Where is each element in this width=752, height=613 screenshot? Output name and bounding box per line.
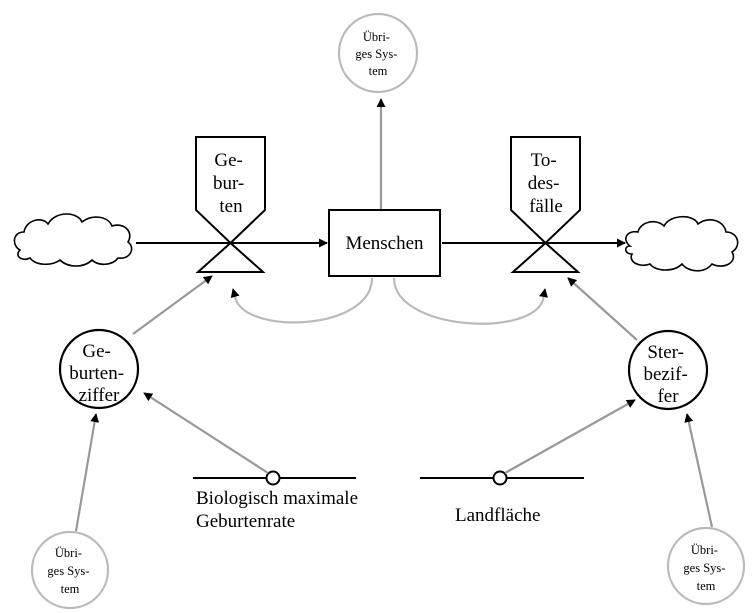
left-cloud-icon (13, 213, 133, 267)
flow-todesfaelle-line-3: fälle (529, 196, 563, 217)
feedback-loop-births (230, 277, 374, 324)
external-bottom-left-line-3: tem (61, 582, 80, 596)
external-bottom-left-line-1: Übri- (55, 546, 82, 560)
svg-text:Übri- ges Sys- tem: Übri- ges Sys- tem (47, 546, 92, 596)
external-system-bottom-left (30, 530, 110, 610)
aux-geburtenziffer-line-2: burten- (69, 363, 124, 384)
link-external-right-to-sterbeziffer (684, 413, 714, 528)
link-max-birth-rate-to-geburtenziffer (143, 392, 269, 474)
bowtie-todesfaelle-icon (510, 241, 581, 273)
external-top-line-3: tem (369, 64, 388, 78)
flow-geburten-line-1: Ge- (214, 150, 242, 171)
valve-todesfaelle-icon (510, 136, 581, 245)
aux-sterbeziffer-line-1: Ster- (647, 342, 684, 363)
aux-sterbeziffer (627, 329, 709, 411)
link-external-left-to-geburtenziffer (74, 413, 100, 532)
flow-todesfaelle-line-2: des- (528, 173, 560, 194)
feedback-loop-deaths (392, 277, 548, 325)
right-cloud-icon (624, 215, 739, 272)
constant-max-birth-rate-node (265, 470, 281, 486)
svg-text:Ster- bezif- fer: Ster- bezif- fer (643, 342, 692, 407)
svg-text:Übri- ges Sys- tem: Übri- ges Sys- tem (683, 543, 728, 593)
external-bottom-right-line-3: tem (697, 579, 716, 593)
svg-text:Ge- bur- ten: Ge- bur- ten (213, 150, 249, 217)
aux-geburtenziffer-line-3: ziffer (79, 385, 120, 406)
aux-sterbeziffer-line-2: bezif- (643, 364, 687, 385)
svg-text:Übri- ges Sys- tem: Übri- ges Sys- tem (355, 30, 400, 78)
external-bottom-right-line-1: Übri- (691, 543, 718, 557)
stock-menschen-label: Menschen (345, 233, 424, 254)
external-bottom-left-line-2: ges Sys- (47, 564, 89, 578)
external-system-top (337, 12, 419, 94)
external-bottom-right-line-2: ges Sys- (683, 561, 725, 575)
link-geburtenziffer-to-geburten (132, 275, 213, 335)
flow-geburten-line-3: ten (219, 196, 243, 217)
constant-max-birth-rate-line-2: Geburtenrate (196, 511, 295, 532)
external-system-bottom-right (666, 526, 746, 606)
constant-max-birth-rate-line-1: Biologisch maximale (196, 488, 358, 509)
svg-text:Biologisch maximale Geburt: Biologisch maximale Geburtenrate (196, 488, 363, 532)
stock-menschen (328, 209, 441, 277)
external-top-line-2: ges Sys- (355, 47, 397, 61)
flow-todesfaelle: To- des- fälle (510, 136, 581, 273)
link-sterbeziffer-to-todesfaelle (567, 277, 638, 341)
link-landflaeche-to-sterbeziffer (504, 399, 636, 474)
flow-geburten: Ge- bur- ten (195, 136, 266, 273)
flow-todesfaelle-line-1: To- (531, 150, 557, 171)
constant-landflaeche-label: Landfläche (455, 505, 540, 526)
flow-geburten-line-2: bur- (213, 173, 244, 194)
svg-text:To- des- fälle: To- des- fälle (528, 150, 564, 217)
valve-geburten-icon (195, 136, 266, 245)
aux-sterbeziffer-line-3: fer (657, 386, 679, 407)
external-top-line-1: Übri- (363, 30, 390, 44)
constant-landflaeche-node (492, 470, 508, 486)
aux-geburtenziffer-line-1: Ge- (82, 341, 110, 362)
bowtie-geburten-icon (195, 241, 266, 273)
aux-geburtenziffer (58, 328, 140, 410)
svg-text:Ge- burten- ziffer: Ge- burten- ziffer (69, 341, 129, 406)
